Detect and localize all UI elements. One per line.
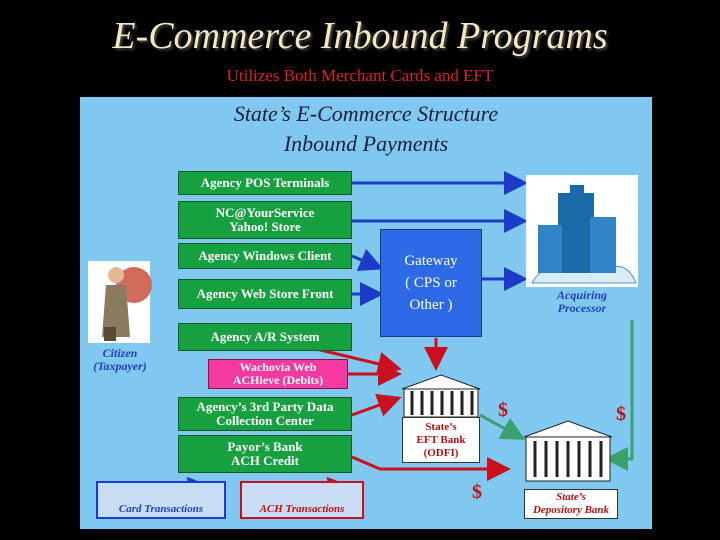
eft-bank-icon bbox=[402, 375, 480, 417]
page-title: E-Commerce Inbound Programs bbox=[0, 14, 720, 58]
dollar-sign-acquiring: $ bbox=[616, 403, 626, 426]
acquiring-processor-building-icon bbox=[526, 175, 638, 287]
card-arrow-windows bbox=[352, 256, 378, 267]
payors-bank-box: Payor’s Bank ACH Credit bbox=[178, 435, 352, 473]
legend-ach-text: ACH Transactions bbox=[242, 503, 362, 515]
legend-card: Card Transactions bbox=[96, 481, 226, 519]
gateway-line1: Gateway bbox=[404, 250, 457, 272]
settlement-arrow-acquiring bbox=[610, 320, 632, 459]
nc-yourservice-box: NC@YourService Yahoo! Store bbox=[178, 201, 352, 239]
legend-ach: ACH Transactions bbox=[240, 481, 364, 519]
agency-web-store-box: Agency Web Store Front bbox=[178, 279, 352, 309]
agency-windows-client-box: Agency Windows Client bbox=[178, 243, 352, 269]
dollar-sign-eft: $ bbox=[498, 399, 508, 422]
diagram-panel: State’s E-Commerce Structure Inbound Pay… bbox=[80, 97, 652, 529]
agency-pos-terminals-box: Agency POS Terminals bbox=[178, 171, 352, 195]
ach-arrow-thirdparty bbox=[352, 399, 396, 415]
legend-card-text: Card Transactions bbox=[98, 503, 224, 515]
gateway-line2: ( CPS or bbox=[404, 272, 457, 294]
depository-bank-icon bbox=[524, 421, 612, 481]
acquiring-processor-label: Acquiring Processor bbox=[526, 289, 638, 315]
dollar-sign-depository: $ bbox=[472, 481, 482, 504]
citizen-person-icon bbox=[88, 261, 152, 343]
depository-bank-label: State’s Depository Bank bbox=[524, 489, 618, 519]
wachovia-web-box: Wachovia Web ACHieve (Debits) bbox=[208, 359, 348, 389]
page-subtitle: Utilizes Both Merchant Cards and EFT bbox=[0, 66, 720, 86]
gateway-line3: Other ) bbox=[404, 294, 457, 316]
eft-bank-label: State’s EFT Bank (ODFI) bbox=[402, 417, 480, 463]
agency-ar-system-box: Agency A/R System bbox=[178, 323, 352, 351]
gateway-box: Gateway ( CPS or Other ) bbox=[380, 229, 482, 337]
third-party-data-box: Agency’s 3rd Party Data Collection Cente… bbox=[178, 397, 352, 431]
citizen-label: Citizen(Taxpayer) bbox=[86, 347, 154, 373]
